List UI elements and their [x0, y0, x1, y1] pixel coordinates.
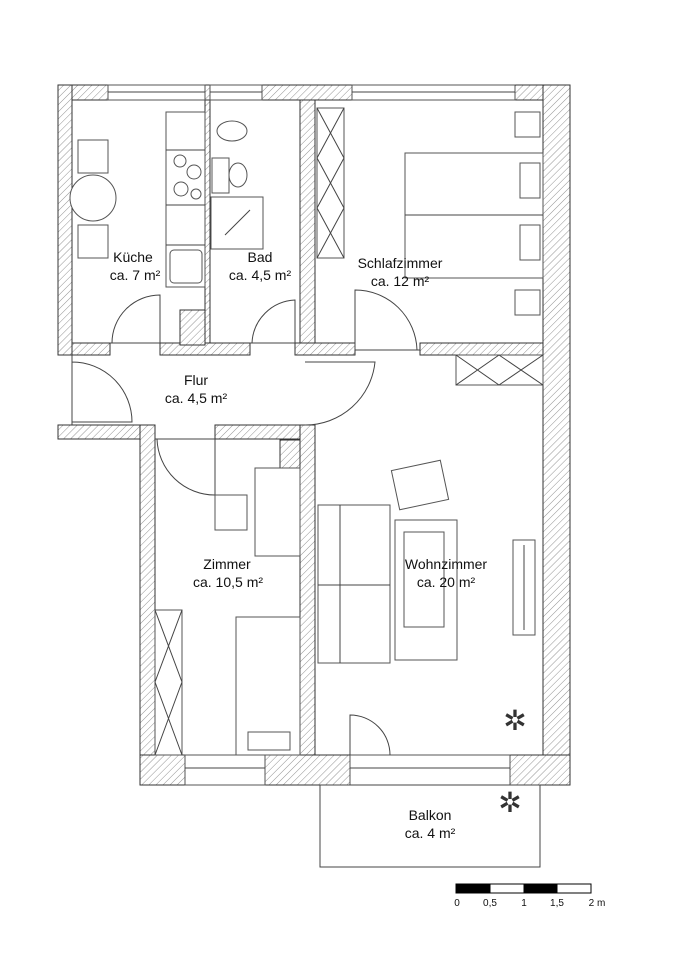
room-area-wohnzimmer: ca. 20 m²	[417, 574, 476, 590]
room-area-balkon: ca. 4 m²	[405, 825, 456, 841]
room-name-schlafzimmer: Schlafzimmer	[358, 255, 443, 271]
scale-tick-0-5: 0,5	[483, 898, 497, 909]
room-area-schlafzimmer: ca. 12 m²	[371, 273, 430, 289]
scale-tick-2: 2 m	[589, 898, 606, 909]
svg-text:✲: ✲	[503, 705, 526, 736]
room-area-kueche: ca. 7 m²	[110, 267, 161, 283]
windows	[107, 84, 516, 786]
room-name-zimmer: Zimmer	[203, 556, 251, 572]
room-area-zimmer: ca. 10,5 m²	[193, 574, 263, 590]
scale-tick-1: 1	[521, 898, 527, 909]
scale-bar: 0 0,5 1 1,5 2 m	[454, 883, 606, 909]
room-area-flur: ca. 4,5 m²	[165, 390, 228, 406]
doors	[71, 289, 420, 756]
room-area-bad: ca. 4,5 m²	[229, 267, 292, 283]
room-labels: Küche ca. 7 m² Bad ca. 4,5 m² Schlafzimm…	[110, 249, 488, 841]
room-name-flur: Flur	[184, 372, 208, 388]
furniture: ✲ ✲	[69, 107, 544, 868]
scale-tick-1-5: 1,5	[550, 898, 564, 909]
scale-tick-0: 0	[454, 898, 460, 909]
room-name-wohnzimmer: Wohnzimmer	[405, 556, 488, 572]
room-name-balkon: Balkon	[409, 807, 452, 823]
room-name-kueche: Küche	[113, 249, 153, 265]
walls	[57, 84, 571, 786]
room-name-bad: Bad	[248, 249, 273, 265]
svg-text:✲: ✲	[498, 787, 521, 818]
